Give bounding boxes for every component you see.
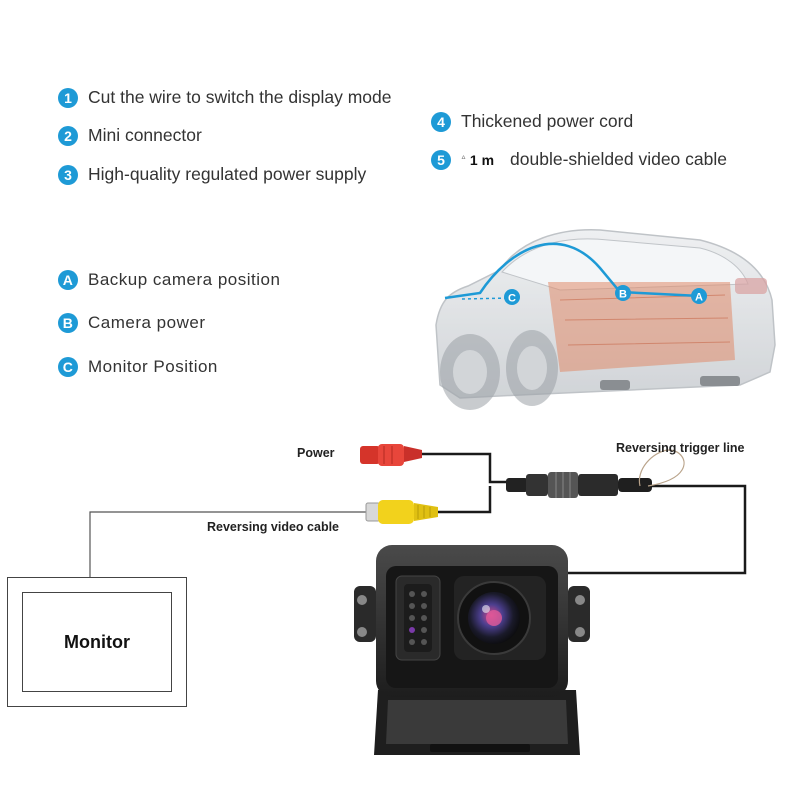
- monitor-screen: Monitor: [22, 592, 172, 692]
- letter-badge-b: B: [58, 313, 78, 333]
- position-c-text: Monitor Position: [88, 357, 218, 376]
- position-c: C Monitor Position: [58, 357, 218, 377]
- monitor-wire: [89, 511, 368, 577]
- monitor-label: Monitor: [64, 631, 130, 652]
- power-plug: [360, 444, 422, 466]
- number-badge-4: 4: [431, 111, 451, 132]
- feature-5-length: 1 m: [469, 151, 495, 168]
- letter-badge-a: A: [58, 270, 78, 290]
- position-b-text: Camera power: [88, 313, 206, 332]
- feature-1: 1 Cut the wire to switch the display mod…: [58, 87, 391, 108]
- mini-connector: [506, 472, 652, 498]
- power-wire: [420, 452, 508, 484]
- trigger-wire-loop: [638, 449, 685, 487]
- backup-camera: [354, 545, 590, 755]
- feature-2: 2 Mini connector: [58, 125, 202, 146]
- car-marker-a: [691, 288, 707, 304]
- position-a: A Backup camera position: [58, 270, 280, 290]
- position-a-text: Backup camera position: [88, 270, 281, 289]
- number-badge-3: 3: [58, 164, 78, 185]
- camera-trunk-wire: [565, 484, 747, 575]
- number-badge-5: 5: [431, 149, 451, 170]
- feature-4-text: Thickened power cord: [461, 111, 634, 131]
- monitor-box: Monitor: [7, 577, 187, 707]
- feature-3: 3 High-quality regulated power supply: [58, 164, 366, 185]
- video-plug: [365, 500, 438, 524]
- video-wire: [436, 486, 492, 514]
- feature-5-text: double-shielded video cable: [510, 149, 727, 169]
- feature-5: 5 ᐞ 1 m double-shielded video cable: [431, 149, 727, 170]
- car-marker-c-label: C: [508, 293, 516, 305]
- car-illustration: C B A: [435, 229, 776, 410]
- number-badge-2: 2: [58, 125, 78, 146]
- car-marker-b: [615, 285, 631, 301]
- video-cable-label: Reversing video cable: [207, 520, 340, 534]
- car-marker-a-label: A: [695, 292, 703, 304]
- feature-1-text: Cut the wire to switch the display mode: [88, 87, 392, 107]
- feature-3-text: High-quality regulated power supply: [88, 164, 367, 184]
- power-label: Power: [297, 446, 335, 460]
- wire-lines: [420, 452, 747, 575]
- reversing-trigger-label: Reversing trigger line: [616, 441, 745, 455]
- feature-5-note: ᐞ: [461, 154, 466, 164]
- position-b: B Camera power: [58, 313, 206, 333]
- feature-2-text: Mini connector: [88, 125, 202, 145]
- car-marker-c: [504, 289, 520, 305]
- number-badge-1: 1: [58, 87, 78, 108]
- car-marker-b-label: B: [619, 289, 627, 301]
- letter-badge-c: C: [58, 357, 78, 377]
- feature-4: 4 Thickened power cord: [431, 111, 633, 132]
